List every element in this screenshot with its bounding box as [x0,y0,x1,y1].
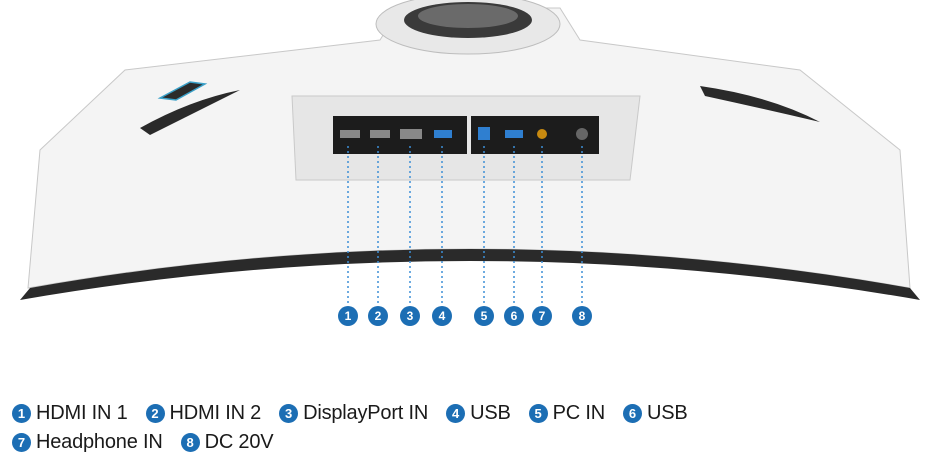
callout-4: 4 [432,306,452,326]
callout-5: 5 [474,306,494,326]
right-vent [700,86,820,122]
svg-text:7: 7 [539,309,546,323]
legend-label: Headphone IN [36,430,163,453]
callout-8: 8 [572,306,592,326]
svg-text:3: 3 [407,309,414,323]
callout-badges: 1 2 3 4 5 6 7 8 [338,306,592,326]
displayport-port [400,129,422,139]
monitor-rear-diagram: 1 2 3 4 5 6 7 8 [20,0,920,326]
callout-3: 3 [400,306,420,326]
number-badge: 5 [528,403,548,423]
pc-in-port [478,127,490,140]
svg-text:5: 5 [481,309,488,323]
svg-text:1: 1 [345,309,352,323]
callout-2: 2 [368,306,388,326]
bottom-bezel [20,249,920,300]
headphone-port [537,129,547,139]
usb-port-2 [505,130,523,138]
hdmi-1-port [340,130,360,138]
legend-label: DisplayPort IN [303,401,429,424]
number-badge: 8 [180,432,200,452]
number-badge: 1 [12,403,31,423]
legend-label: DC 20V [204,430,274,453]
hdmi-2-port [370,130,390,138]
svg-text:2: 2 [375,309,382,323]
legend-label: PC IN [552,401,606,424]
legend-label: USB [470,401,511,424]
number-badge: 6 [622,403,642,423]
svg-text:4: 4 [439,309,446,323]
legend-label: HDMI IN 2 [169,401,262,424]
svg-text:8: 8 [579,309,586,323]
left-vent [140,90,240,135]
svg-text:6: 6 [511,309,518,323]
number-badge: 3 [279,403,299,423]
legend-label: HDMI IN 1 [36,401,128,424]
number-badge: 2 [145,403,165,423]
callout-7: 7 [532,306,552,326]
legend-label: USB [646,401,688,424]
callout-1: 1 [338,306,358,326]
number-badge: 7 [12,432,31,452]
brand-logo [157,81,208,101]
dc-port [576,128,588,140]
callout-6: 6 [504,306,524,326]
leader-lines [347,146,583,305]
usb-port-1 [434,130,452,138]
number-badge: 4 [446,403,466,423]
